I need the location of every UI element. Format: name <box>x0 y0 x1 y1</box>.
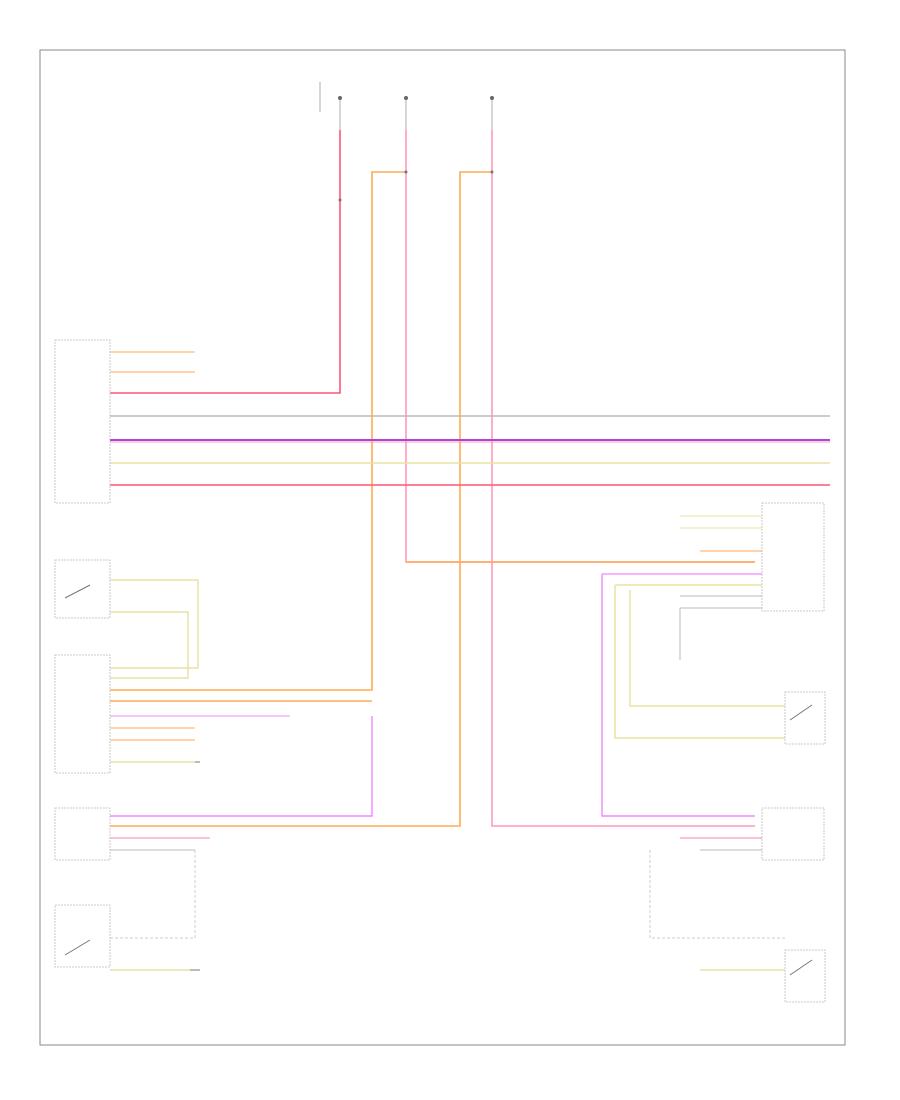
driver-door-control-module <box>602 502 825 612</box>
left-rear-door-module <box>680 807 825 861</box>
right-front-door-switch <box>54 559 199 679</box>
wire-fuse3-orange <box>110 171 492 827</box>
wire-driver-yellow-1 <box>614 584 785 739</box>
fuse-3 <box>490 96 494 130</box>
right-rear-door-switch <box>54 850 196 971</box>
driver-door-switch <box>784 691 826 745</box>
junction-dot <box>490 170 494 174</box>
wire-rf-violet <box>110 716 373 817</box>
right-rear-door-module <box>54 807 210 861</box>
central-control-module <box>54 339 195 504</box>
wire-fuse2-orange <box>110 171 406 691</box>
wire-fuse2-pink <box>405 130 755 563</box>
right-front-door-control-module <box>54 654 372 774</box>
wire-driver-violet <box>601 574 755 817</box>
junction-dot <box>404 170 408 174</box>
left-rear-door-switch <box>649 850 826 1003</box>
diagram-frame <box>39 49 846 1046</box>
fuse-1 <box>319 82 342 130</box>
wire-driver-yellow-2 <box>629 590 785 707</box>
junction-dot <box>338 198 342 202</box>
fuse-2 <box>404 96 408 130</box>
wire-fuse1-red <box>110 130 341 394</box>
wire-fuse3-pink <box>491 130 755 827</box>
